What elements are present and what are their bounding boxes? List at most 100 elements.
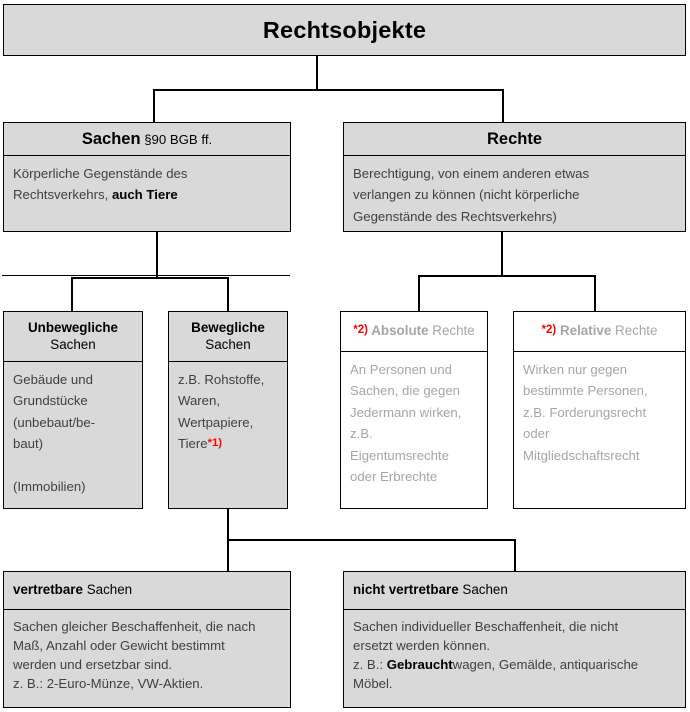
node-bewegliche-body-line2: Waren,	[178, 393, 221, 409]
node-unbewegliche-header: Unbewegliche Sachen	[4, 312, 142, 362]
node-rechte-body-line2: verlangen zu können (nicht körperliche	[353, 187, 580, 203]
node-relative-body-line1: Wirken nur gegen	[523, 362, 628, 377]
node-relative-body-line2: bestimmte Personen,	[523, 383, 648, 399]
node-vertretbare-header: vertretbare Sachen	[4, 572, 290, 610]
node-relative-title-bold: Relative	[556, 323, 612, 339]
node-vertretbare-body-line3: werden und ersetzbar sind.	[13, 657, 173, 673]
node-sachen-body: Körperliche Gegenstände des Rechtsverkeh…	[4, 156, 290, 210]
connector-to-absolute	[418, 275, 421, 311]
node-absolute-body-line2: Sachen, die gegen	[350, 383, 460, 399]
node-vertretbare-body-line1: Sachen gleicher Beschaffenheit, die nach	[13, 619, 256, 634]
connector-sachen-bus	[71, 277, 229, 280]
node-relative-title-normal: Rechte	[611, 323, 658, 339]
connector-level2-bus	[153, 89, 504, 92]
connector-to-relative	[593, 275, 596, 311]
node-nicht-vertretbare-body-line3: z. B.: Gebrauchtwagen, Gemälde, antiquar…	[353, 655, 676, 674]
node-bewegliche-body-line3: Wertpapiere,	[178, 414, 254, 430]
connector-sachen-stem	[156, 232, 159, 278]
node-rechte-header: Rechte	[344, 123, 685, 156]
node-nicht-vertretbare-header: nicht vertretbare Sachen	[344, 572, 685, 610]
node-nicht-vertretbare-title-bold: nicht vertretbare	[353, 582, 459, 598]
connector-rechte-stem	[501, 232, 504, 277]
node-bewegliche-sachen: Bewegliche Sachen z.B. Rohstoffe, Waren,…	[168, 311, 288, 509]
connector-sachen-rule	[2, 275, 290, 277]
node-vertretbare-body: Sachen gleicher Beschaffenheit, die nach…	[4, 610, 290, 698]
node-absolute-body-line4: z.B.	[350, 426, 373, 442]
node-absolute-body-line1: An Personen und	[350, 362, 452, 377]
node-bewegliche-body-line4-text: Tiere	[178, 436, 208, 452]
node-unbewegliche-body-line1: Gebäude und	[13, 372, 93, 387]
footnote-marker-1: *1)	[207, 437, 223, 450]
node-nicht-vertretbare-title-normal: Sachen	[458, 582, 508, 598]
node-sachen: Sachen §90 BGB ff. Körperliche Gegenstän…	[3, 122, 291, 232]
node-bewegliche-title-bold: Bewegliche	[191, 319, 265, 335]
node-absolute-title: *2) Absolute Rechte	[353, 323, 474, 340]
node-nicht-vertretbare-title: nicht vertretbare Sachen	[353, 582, 508, 599]
node-absolute-body-line6: oder Erbrechte	[350, 468, 438, 484]
node-absolute-title-bold: Absolute	[368, 323, 429, 339]
node-nicht-vertretbare-body: Sachen individueller Beschaffenheit, die…	[344, 610, 685, 698]
title-box: Rechtsobjekte	[3, 4, 686, 56]
node-nicht-vertretbare-body-line1: Sachen individueller Beschaffenheit, die…	[353, 619, 619, 634]
node-bewegliche-body: z.B. Rohstoffe, Waren, Wertpapiere, Tier…	[169, 362, 287, 459]
node-bewegliche-body-line4: Tiere*1)	[178, 433, 278, 454]
connector-title-stem	[315, 56, 318, 90]
connector-to-rechte	[502, 89, 505, 122]
node-absolute-body-line3: Jedermann wirken,	[350, 404, 462, 420]
node-unbewegliche-body-line6: (Immobilien)	[13, 478, 86, 494]
node-nicht-vertretbare-body-line3-post: wagen, Gemälde, antiquarische	[452, 657, 639, 673]
node-sachen-body-line2-normal: Rechtsverkehrs,	[13, 187, 112, 203]
node-bewegliche-body-line1: z.B. Rohstoffe,	[178, 372, 265, 387]
node-sachen-body-line2: Rechtsverkehrs, auch Tiere	[13, 184, 281, 205]
node-rechte: Rechte Berechtigung, von einem anderen e…	[343, 122, 686, 232]
node-sachen-header: Sachen §90 BGB ff.	[4, 123, 290, 156]
node-unbewegliche-title-sub: Sachen	[50, 336, 96, 352]
node-rechte-body-line1: Berechtigung, von einem anderen etwas	[353, 166, 590, 181]
node-rechte-body: Berechtigung, von einem anderen etwas ve…	[344, 156, 685, 231]
node-nicht-vertretbare-body-line3-bold: Gebraucht	[386, 657, 453, 673]
node-absolute-body-line5: Eigentumsrechte	[350, 447, 449, 463]
node-relative-body: Wirken nur gegen bestimmte Personen, z.B…	[514, 352, 685, 470]
node-unbewegliche-title-bold: Unbewegliche	[27, 319, 119, 335]
node-nicht-vertretbare-body-line4: Möbel.	[353, 676, 393, 692]
connector-to-unbewegliche	[71, 277, 74, 311]
node-relative-body-line5: Mitgliedschaftsrecht	[523, 447, 640, 463]
node-nicht-vertretbare-body-line3-pre: z. B.:	[353, 657, 387, 673]
node-nicht-vertretbare-body-line2: ersetzt werden können.	[353, 638, 491, 654]
node-vertretbare-title-bold: vertretbare	[13, 582, 83, 598]
node-unbewegliche-sachen: Unbewegliche Sachen Gebäude und Grundstü…	[3, 311, 143, 509]
node-unbewegliche-body: Gebäude und Grundstücke (unbebaut/be- ba…	[4, 362, 142, 501]
node-unbewegliche-body-line3: (unbebaut/be-	[13, 414, 96, 430]
connector-level4-bus	[226, 539, 516, 542]
node-bewegliche-title-sub: Sachen	[205, 336, 251, 352]
node-relative-body-line3: z.B. Forderungsrecht	[523, 404, 647, 420]
node-rechte-title: Rechte	[486, 129, 543, 148]
node-sachen-title-bold: Sachen	[81, 129, 141, 148]
node-unbewegliche-body-line4: baut)	[13, 436, 44, 452]
footnote-marker-2-absolute: *2)	[353, 324, 369, 337]
node-nicht-vertretbare-sachen: nicht vertretbare Sachen Sachen individu…	[343, 571, 686, 708]
node-unbewegliche-body-line2: Grundstücke	[13, 393, 88, 409]
connector-to-nicht-vertretbare	[513, 539, 516, 571]
node-relative-body-line4: oder	[523, 426, 550, 442]
node-sachen-body-line1: Körperliche Gegenstände des	[13, 166, 188, 181]
node-relative-title: *2) Relative Rechte	[542, 323, 658, 340]
page-title: Rechtsobjekte	[262, 16, 427, 43]
node-absolute-body: An Personen und Sachen, die gegen Jederm…	[341, 352, 487, 491]
node-vertretbare-body-line4: z. B.: 2-Euro-Münze, VW-Aktien.	[13, 676, 204, 692]
node-absolute-rechte: *2) Absolute Rechte An Personen und Sach…	[340, 311, 488, 509]
node-absolute-title-normal: Rechte	[428, 323, 475, 339]
connector-to-sachen	[153, 89, 156, 122]
node-rechte-body-line3: Gegenstände des Rechtsverkehrs)	[353, 208, 557, 224]
connector-to-bewegliche	[226, 277, 229, 311]
node-vertretbare-sachen: vertretbare Sachen Sachen gleicher Besch…	[3, 571, 291, 708]
node-sachen-title: Sachen §90 BGB ff.	[82, 129, 212, 150]
node-sachen-body-line2-bold: auch Tiere	[111, 187, 178, 203]
connector-rechte-bus	[418, 275, 596, 278]
node-bewegliche-header: Bewegliche Sachen	[169, 312, 287, 362]
node-vertretbare-title-normal: Sachen	[82, 582, 133, 598]
node-vertretbare-title: vertretbare Sachen	[13, 582, 132, 599]
node-absolute-header: *2) Absolute Rechte	[341, 312, 487, 352]
node-relative-header: *2) Relative Rechte	[514, 312, 685, 352]
